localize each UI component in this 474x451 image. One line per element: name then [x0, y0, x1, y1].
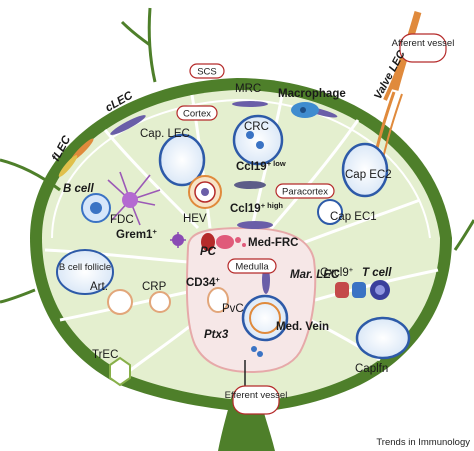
vessels	[56, 114, 411, 387]
t-cell-label: T cell	[362, 267, 392, 279]
pvc-label: PvC	[222, 303, 244, 315]
mar-lec-label: Mar. LEC	[290, 269, 340, 281]
efferent-vessel-box: Efferent vessel	[225, 385, 288, 415]
ccl19-cells	[234, 181, 273, 229]
med-frc-cells	[201, 233, 246, 251]
pc-label: PC	[200, 246, 217, 258]
ccl19-low-label: Ccl19+ low	[236, 159, 286, 173]
efferent-line: Efferent vessel	[225, 390, 288, 401]
art-label: Art.	[90, 281, 108, 293]
afferent-line: Afferent vessel	[392, 38, 455, 49]
ccl19-high-label: Ccl19+ high	[230, 201, 283, 215]
external-vessels	[0, 7, 474, 304]
trec-label: TrEC	[92, 349, 118, 361]
cortex-label: Cortex	[183, 109, 211, 120]
cxcl9-cell	[335, 282, 366, 298]
med-vein-cells	[251, 346, 263, 357]
med-frc-label: Med-FRC	[248, 237, 298, 249]
cortex-box: Cortex	[176, 105, 218, 121]
subcapsular-sinus	[51, 98, 431, 239]
cxcl9-label: Cxcl9+	[320, 265, 354, 279]
scs-label: SCS	[197, 67, 217, 78]
medulla-box: Medulla	[227, 258, 277, 274]
cap-ec1-label: Cap EC1	[330, 211, 377, 223]
cd34-label: CD34+	[186, 275, 220, 289]
cap-lec-label: Cap. LEC	[140, 128, 190, 140]
afferent-vessel-box: Afferent vessel	[392, 33, 455, 63]
hev-label: HEV	[183, 213, 207, 225]
ptx3-label: Ptx3	[204, 329, 229, 341]
paracortex-label: Paracortex	[282, 187, 328, 198]
medulla-label: Medulla	[235, 262, 269, 273]
med-vein-label: Med. Vein	[276, 321, 329, 333]
macrophage-cell	[291, 102, 319, 118]
b-cell-follicle-label: B cell follicle	[59, 262, 111, 273]
crc-label: CRC	[244, 121, 269, 133]
crp-label: CRP	[142, 281, 167, 293]
afferent-vessel-label: Afferent vessel	[392, 38, 455, 49]
grem1-label: Grem1+	[116, 227, 157, 241]
fdc-cell	[107, 171, 161, 226]
efferent-vessel-label: Efferent vessel	[225, 390, 288, 401]
cap-lec-text: Cap. LEC	[140, 128, 190, 140]
caplfn-label: Caplfn	[355, 363, 388, 375]
scs-box: SCS	[189, 63, 225, 79]
mrc-label: MRC	[235, 83, 261, 95]
b-cell	[81, 193, 111, 223]
macrophage-label: Macrophage	[278, 88, 346, 100]
cap-ec2-label: Cap EC2	[345, 169, 392, 181]
b-cell-follicle-box: B cell follicle	[59, 262, 111, 273]
grem1-cell	[170, 232, 186, 248]
b-cell-label: B cell	[63, 183, 94, 195]
paracortex-box: Paracortex	[275, 183, 335, 199]
t-cell	[370, 280, 390, 300]
hev-structure	[188, 175, 222, 209]
journal-footer: Trends in Immunology	[376, 437, 470, 448]
fdc-label: FDC	[110, 214, 134, 226]
